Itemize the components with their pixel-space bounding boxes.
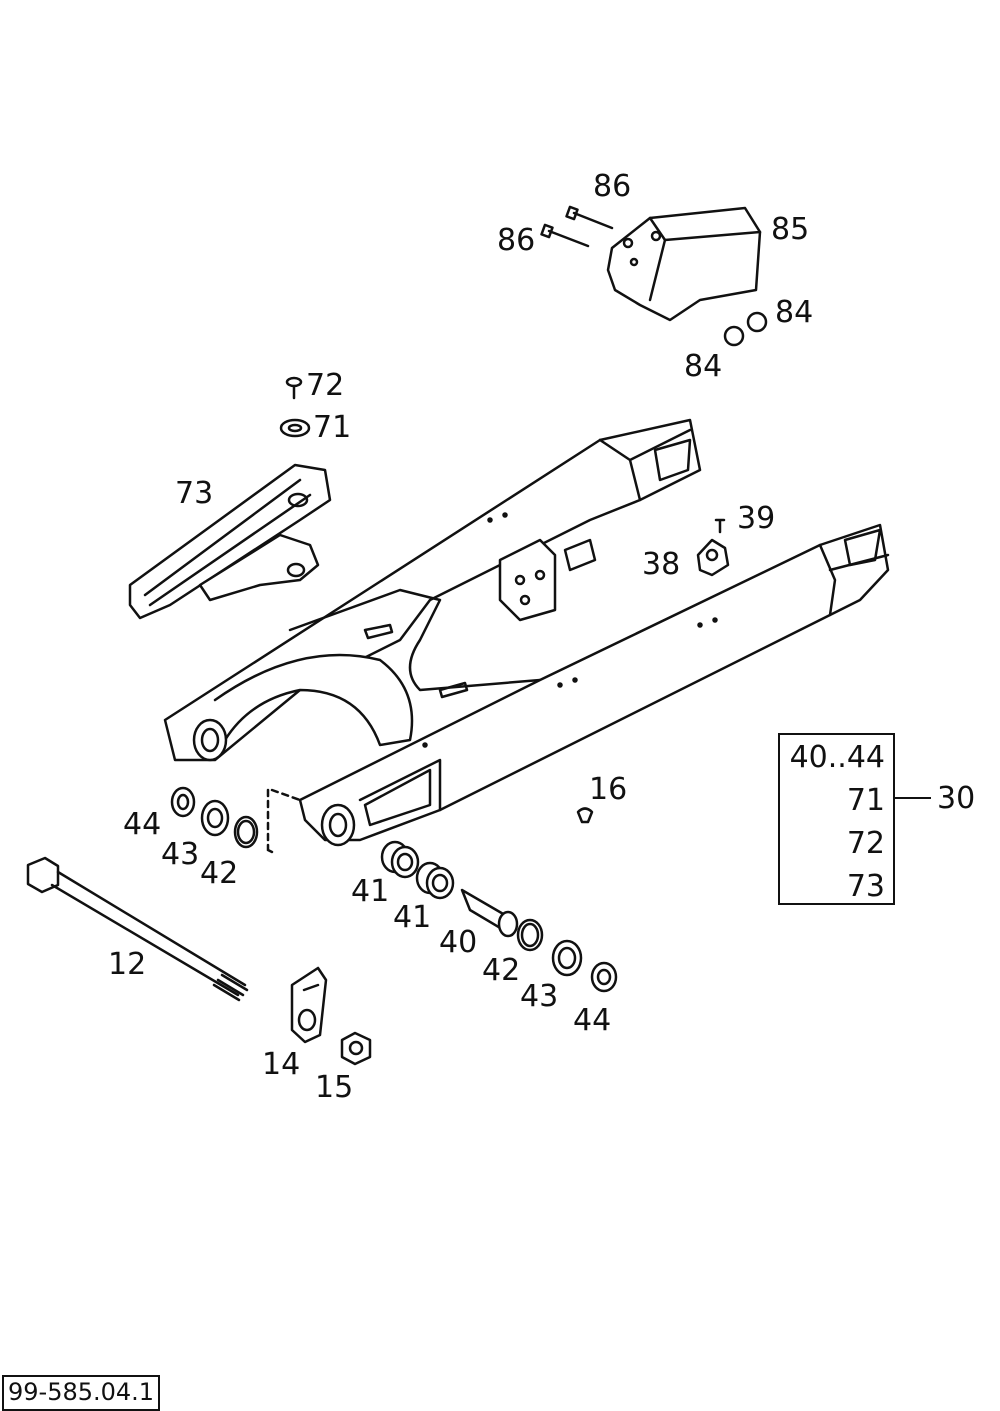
chain-guide-bolts [540, 205, 614, 248]
callout-84-bottom: 84 [684, 349, 723, 384]
callout-43-left: 43 [161, 837, 200, 872]
kit-item-1: 40..44 [789, 740, 885, 775]
chain-guide [606, 206, 762, 322]
chain-slider [128, 463, 332, 620]
callout-86-left: 86 [497, 223, 536, 258]
callout-44-left: 44 [123, 807, 162, 842]
pivot-bolt-12 [26, 856, 249, 1002]
callout-72: 72 [306, 368, 345, 403]
screw-72 [285, 376, 303, 400]
screw-39 [714, 518, 726, 534]
adjuster-plate-14 [290, 966, 328, 1044]
clamp-38 [696, 538, 730, 577]
left-bearing-parts [170, 786, 302, 854]
callout-41-b: 41 [393, 900, 432, 935]
callout-84-right: 84 [775, 295, 814, 330]
callout-71: 71 [313, 410, 352, 445]
swingarm [163, 418, 890, 847]
callout-42-left: 42 [200, 856, 239, 891]
callout-12: 12 [108, 947, 147, 982]
callout-38: 38 [642, 547, 681, 582]
callout-86-top: 86 [593, 169, 632, 204]
right-bearing-parts [380, 840, 618, 993]
chain-guide-nuts [723, 311, 768, 347]
callout-44-right: 44 [573, 1003, 612, 1038]
callout-15: 15 [315, 1070, 354, 1105]
callout-14: 14 [262, 1047, 301, 1082]
drawing-number: 99-585.04.1 [2, 1375, 161, 1411]
callout-40: 40 [439, 925, 478, 960]
nut-15 [340, 1031, 372, 1066]
callout-16: 16 [589, 772, 628, 807]
kit-item-4: 73 [846, 869, 885, 904]
callout-42-right: 42 [482, 953, 521, 988]
kit-label-30: 30 [937, 781, 976, 816]
plug-16 [576, 807, 594, 824]
kit-item-3: 72 [846, 826, 885, 861]
kit-leader-line [895, 797, 931, 799]
callout-43-right: 43 [520, 979, 559, 1014]
callout-41-a: 41 [351, 874, 390, 909]
callout-39: 39 [737, 501, 776, 536]
kit-item-2: 71 [846, 783, 885, 818]
washer-71 [279, 418, 311, 438]
callout-85: 85 [771, 212, 810, 247]
callout-73: 73 [175, 476, 214, 511]
kit-contents-box: 40..44 71 72 73 [778, 733, 895, 905]
